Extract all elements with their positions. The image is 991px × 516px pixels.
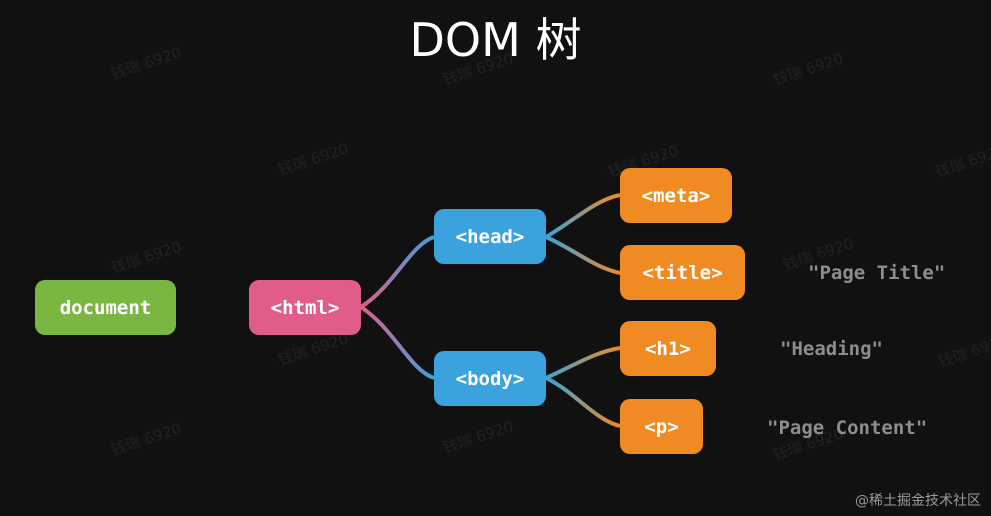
text-node-page-title: "Page Title" [808,262,946,284]
node-html: <html> [249,280,361,335]
text-node-page-content: "Page Content" [767,417,928,439]
node-h1: <h1> [620,321,716,376]
edge-head-title [545,235,621,275]
edge-html-body [359,305,435,380]
node-document: document [35,280,176,335]
node-p: <p> [620,399,703,454]
node-meta: <meta> [620,168,732,223]
edge-head-meta [544,193,621,239]
node-head: <head> [434,209,546,264]
edge-html-head [359,235,435,309]
edge-body-h1 [545,346,621,380]
text-node-heading: "Heading" [780,338,883,360]
edge-body-p [545,376,621,428]
node-body: <body> [434,351,546,406]
diagram-title: DOM 树 [409,13,582,67]
node-title: <title> [620,245,745,300]
source-credit: @稀土掘金技术社区 [855,493,981,509]
